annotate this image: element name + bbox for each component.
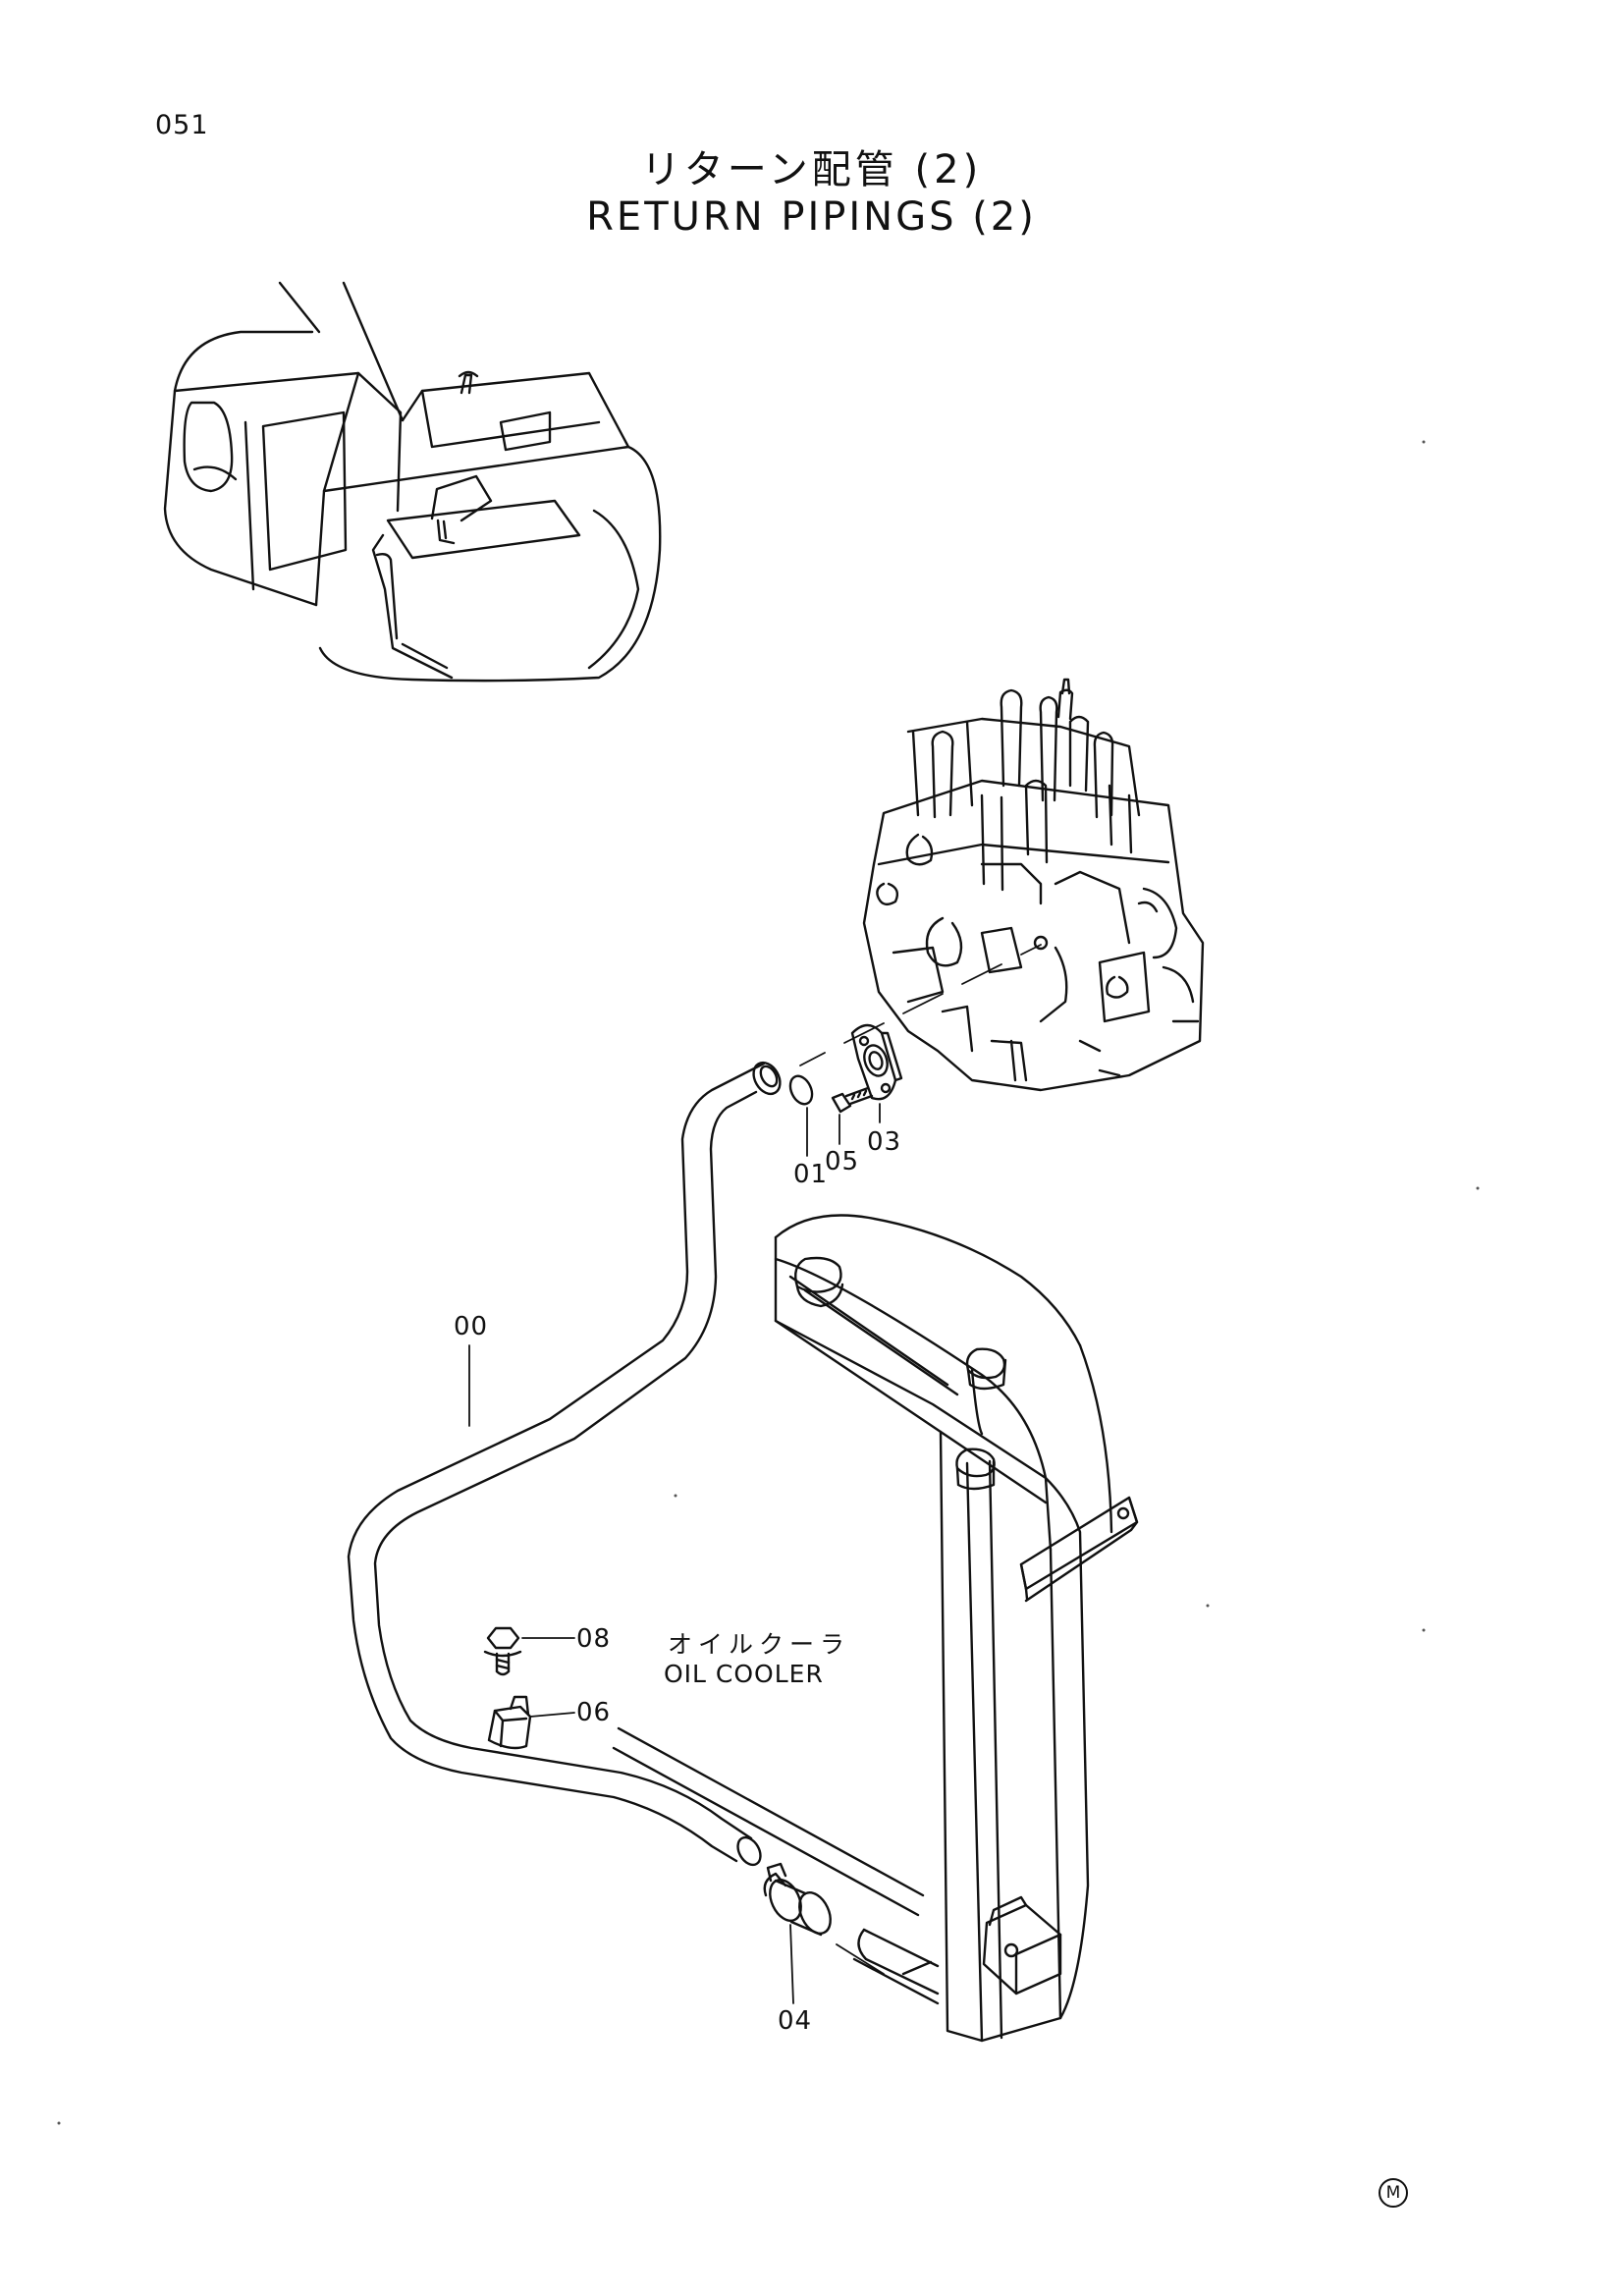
callout-01: 01 [793,1160,829,1189]
excavator-overview-illustration [163,281,662,683]
bracket-06 [487,1695,532,1750]
callout-04: 04 [778,2006,813,2036]
bolt-05 [831,1086,874,1114]
o-ring-01 [788,1074,814,1106]
scan-dots [57,440,1480,2125]
bolt-08 [483,1626,522,1676]
title-english: RETURN PIPINGS (2) [586,194,1037,240]
clamp-center-line [836,1943,885,1975]
hose-clamp-04 [763,1862,832,1937]
page-number: 051 [155,110,209,140]
footer-mark: M [1379,2178,1408,2208]
leader-06 [529,1712,575,1718]
leader-lines [468,1103,881,2004]
control-valve-illustration [862,678,1205,1092]
oil-cooler-label-japanese: オイルクーラ [668,1630,851,1659]
flange-03 [850,1023,903,1101]
callout-05: 05 [825,1147,860,1176]
callout-00: 00 [454,1312,489,1341]
oil-cooler-illustration [612,1214,1139,2043]
oil-cooler-label-english: OIL COOLER [664,1660,824,1688]
return-pipe-00 [347,1061,782,1867]
callout-06: 06 [576,1698,612,1727]
title-japanese: リターン配管 (2) [640,147,983,192]
leader-04 [789,1924,794,2004]
assembly-center-line [799,944,1042,1066]
callout-03: 03 [867,1127,902,1157]
callout-08: 08 [576,1624,612,1654]
